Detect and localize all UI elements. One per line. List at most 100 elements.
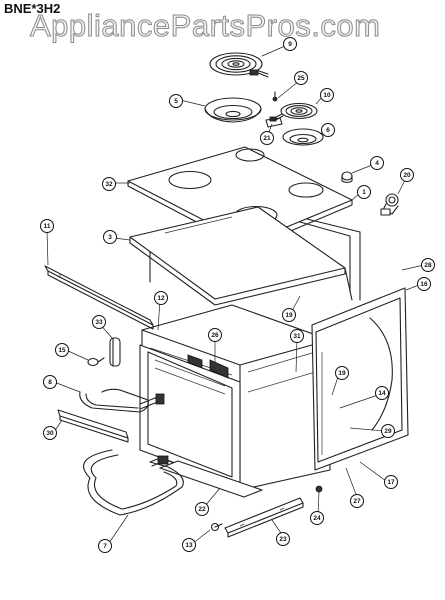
callout-label: 8: [48, 379, 52, 386]
callout-25: 25: [294, 71, 308, 85]
callout-22: 22: [195, 502, 209, 516]
callout-4: 4: [370, 156, 384, 170]
callout-circle: [282, 308, 296, 322]
callout-label: 9: [288, 41, 292, 48]
callout-label: 27: [353, 498, 361, 505]
leveling-foot-24: [315, 485, 323, 493]
callout-26: 26: [208, 328, 222, 342]
callout-8: 8: [43, 375, 57, 389]
callout-circle: [98, 539, 112, 553]
receptacle-20: [380, 193, 399, 216]
callout-32: 32: [102, 177, 116, 191]
callout-circle: [370, 156, 384, 170]
drip-bowl-small: [282, 128, 324, 146]
callout-circle: [310, 511, 324, 525]
callout-label: 7: [103, 543, 107, 550]
drip-bowl-large: [204, 97, 262, 123]
callout-circle: [276, 532, 290, 546]
part-15: [87, 357, 105, 367]
model-label: BNE*3H2: [4, 1, 61, 16]
callout-3: 3: [103, 230, 117, 244]
callout-19: 19: [335, 366, 349, 380]
callout-5: 5: [169, 94, 183, 108]
callout-circle: [102, 177, 116, 191]
callout-label: 5: [174, 98, 178, 105]
callout-label: 32: [105, 181, 113, 188]
callout-circle: [350, 494, 364, 508]
callout-circle: [357, 185, 371, 199]
callout-circle: [384, 475, 398, 489]
callout-circle: [417, 277, 431, 291]
callout-label: 12: [157, 295, 165, 302]
callout-circle: [283, 37, 297, 51]
screw-25: [272, 91, 278, 102]
callout-label: 4: [375, 160, 379, 167]
callout-label: 26: [211, 332, 219, 339]
callout-29: 29: [381, 424, 395, 438]
callout-circle: [92, 315, 106, 329]
callout-circle: [55, 343, 69, 357]
callout-circle: [169, 94, 183, 108]
callout-17: 17: [384, 475, 398, 489]
kick-strip-22: [159, 460, 263, 498]
callout-label: 31: [293, 333, 301, 340]
callout-16: 16: [417, 277, 431, 291]
callout-27: 27: [350, 494, 364, 508]
callout-circle: [375, 386, 389, 400]
callout-label: 1: [362, 189, 366, 196]
callout-label: 30: [46, 430, 54, 437]
callout-label: 11: [44, 223, 51, 230]
callout-label: 19: [338, 370, 346, 377]
inner-top-panel: [129, 206, 346, 306]
callout-12: 12: [154, 291, 168, 305]
part-33: [109, 337, 121, 367]
leveling-foot-13: [210, 522, 223, 532]
callout-circle: [182, 538, 196, 552]
callout-19: 19: [282, 308, 296, 322]
callout-circle: [381, 424, 395, 438]
callout-label: 20: [403, 172, 411, 179]
callout-1: 1: [357, 185, 371, 199]
callout-label: 17: [387, 479, 395, 486]
callout-circle: [400, 168, 414, 182]
callout-circle: [260, 131, 274, 145]
callout-28: 28: [421, 258, 435, 272]
callout-20: 20: [400, 168, 414, 182]
callout-label: 25: [297, 75, 305, 82]
callout-label: 14: [378, 390, 386, 397]
callout-24: 24: [310, 511, 324, 525]
callout-label: 21: [263, 135, 271, 142]
watermark: AppliancePartsPros.com: [29, 8, 381, 44]
callout-21: 21: [260, 131, 274, 145]
callout-circle: [40, 219, 54, 233]
callout-label: 15: [58, 347, 66, 354]
callout-label: 3: [108, 234, 112, 241]
broil-element: [83, 449, 184, 516]
surface-element-large: [209, 52, 269, 78]
callout-14: 14: [375, 386, 389, 400]
callout-circle: [321, 123, 335, 137]
element-bracket-21: [265, 117, 283, 128]
callout-circle: [195, 502, 209, 516]
callout-label: 16: [420, 281, 428, 288]
callout-label: 29: [384, 428, 392, 435]
callout-label: 23: [279, 536, 287, 543]
callout-31: 31: [290, 329, 304, 343]
knob-4: [341, 171, 353, 184]
side-panel: [311, 287, 409, 471]
callout-13: 13: [182, 538, 196, 552]
callout-circle: [335, 366, 349, 380]
bottom-panel-23: [224, 497, 304, 538]
callout-label: 28: [424, 262, 432, 269]
callout-10: 10: [320, 88, 334, 102]
callout-11: 11: [40, 219, 54, 233]
callout-circle: [320, 88, 334, 102]
callout-circle: [290, 329, 304, 343]
callout-label: 10: [323, 92, 331, 99]
callout-circle: [43, 375, 57, 389]
callout-7: 7: [98, 539, 112, 553]
callout-circle: [294, 71, 308, 85]
callout-circle: [43, 426, 57, 440]
